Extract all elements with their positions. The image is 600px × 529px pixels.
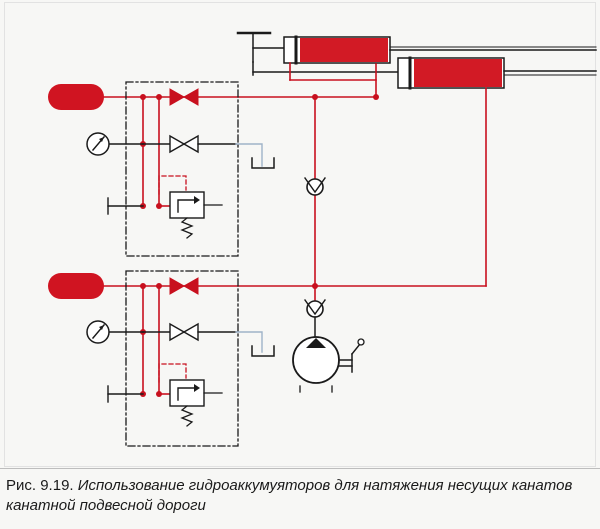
pressure-relief-valve-upper-icon (169, 191, 205, 239)
tank-lower-icon (251, 345, 275, 357)
valve-block-lower (125, 270, 239, 447)
junctions (140, 94, 379, 397)
caption-number: Рис. 9.19. (6, 477, 74, 494)
hydraulic-pump-icon (292, 336, 365, 393)
valve-block-upper (125, 81, 239, 257)
pressure-lines (103, 62, 487, 395)
figure-caption: Рис. 9.19. Использование гидроаккумуятор… (6, 476, 596, 516)
hydraulic-schematic (48, 31, 597, 447)
pilot-lines (158, 175, 187, 383)
shutoff-valve-upper-drain-icon (169, 134, 199, 154)
tank-upper-icon (251, 157, 275, 169)
figure-frame (4, 2, 596, 467)
pressure-relief-valve-lower-icon (169, 379, 205, 427)
pressure-gauge-upper-icon (86, 132, 110, 156)
shutoff-valve-upper-red-icon (169, 88, 199, 106)
cylinder-lower (252, 56, 597, 90)
caption-divider (0, 468, 600, 469)
shutoff-valve-lower-red-icon (169, 277, 199, 295)
shutoff-valve-lower-drain-icon (169, 322, 199, 342)
accumulator-upper-icon (48, 84, 104, 110)
accumulator-lower-icon (48, 273, 104, 299)
check-valve-lower-icon (304, 299, 326, 318)
caption-text: Использование гидроаккумуяторов для натя… (6, 477, 573, 514)
cylinder-upper (236, 31, 597, 65)
check-valve-upper-icon (304, 177, 326, 196)
pressure-gauge-lower-icon (86, 320, 110, 344)
